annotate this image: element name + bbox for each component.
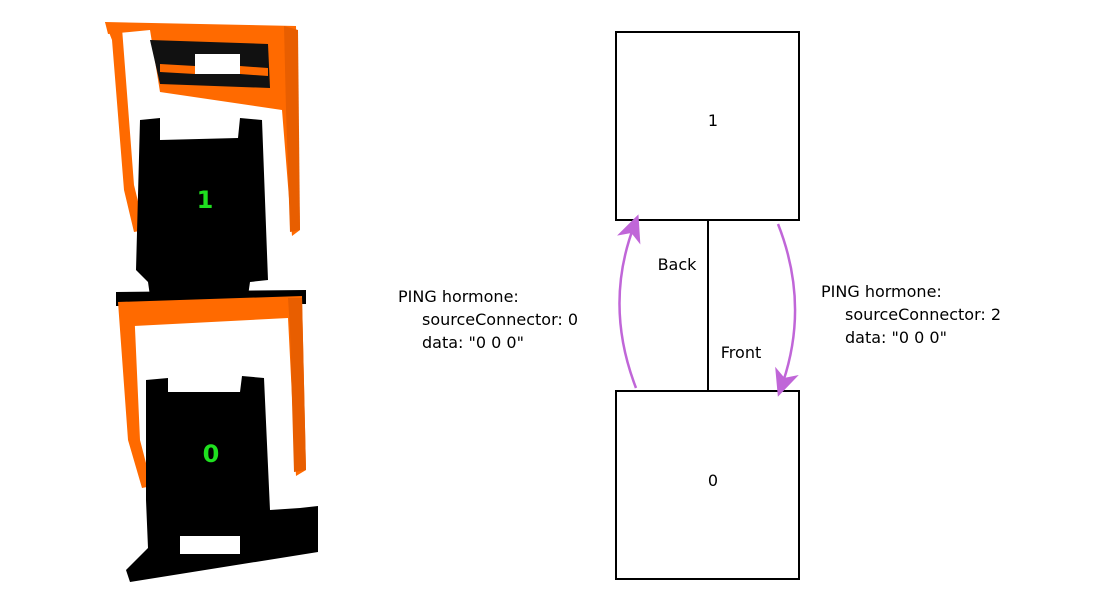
module-1-right-arm <box>284 26 300 232</box>
left-message-line3: data: "0 0 0" <box>422 333 524 352</box>
back-connector-label: Back <box>658 255 698 274</box>
left-message-text: PING hormone: sourceConnector: 0 data: "… <box>398 287 578 352</box>
module-0-slot <box>180 536 240 554</box>
module-1-tab-2 <box>240 66 268 76</box>
left-message-arrow <box>616 214 641 389</box>
module-0-right-arm <box>288 298 306 472</box>
left-message-line2: sourceConnector: 0 <box>422 310 578 329</box>
right-message-line3: data: "0 0 0" <box>845 328 947 347</box>
module-1-tab <box>160 64 195 74</box>
module-1-id-label: 1 <box>197 186 214 214</box>
node-1-label: 1 <box>708 111 718 130</box>
module-1-body <box>136 118 268 296</box>
node-0-label: 0 <box>708 471 718 490</box>
right-message-arrow <box>775 223 799 397</box>
front-connector-label: Front <box>721 343 761 362</box>
left-message-line1: PING hormone: <box>398 287 519 306</box>
node-0-box <box>615 390 800 580</box>
right-message-text: PING hormone: sourceConnector: 2 data: "… <box>821 282 1001 347</box>
module-1-left-arm <box>105 22 145 232</box>
right-message-line1: PING hormone: <box>821 282 942 301</box>
topology-diagram: 1 0 Back Front PING hormone: sourceConne… <box>398 31 1001 580</box>
module-1-slot <box>195 54 240 74</box>
module-0-body <box>126 376 318 582</box>
robot-render: 1 0 <box>105 22 318 582</box>
right-message-line2: sourceConnector: 2 <box>845 305 1001 324</box>
module-0-render: 0 <box>118 296 318 582</box>
module-0-left-arm <box>118 302 152 488</box>
module-1-render: 1 <box>105 22 300 296</box>
module-0-id-label: 0 <box>203 440 220 468</box>
module-0-frame <box>118 296 306 476</box>
